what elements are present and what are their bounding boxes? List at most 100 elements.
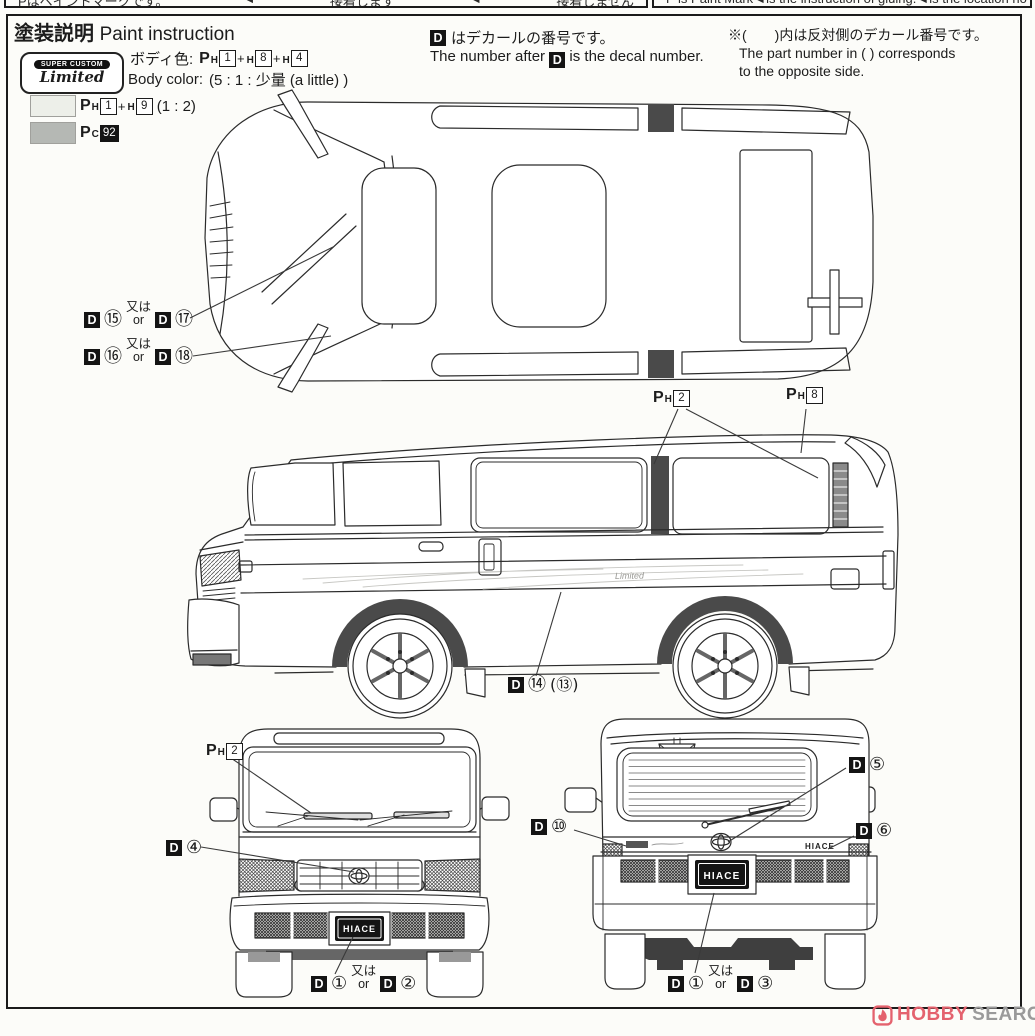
d-mark-icon: D — [737, 976, 754, 992]
van-side-view: Limited — [187, 434, 899, 719]
roof-vent-slit — [273, 732, 445, 745]
badge-limited-script: Limited — [39, 68, 105, 87]
side-tail-lamp — [882, 550, 895, 590]
d-mark-icon: D — [531, 819, 547, 835]
left-mirror — [564, 787, 597, 813]
paint-number-box: 9 — [135, 97, 153, 115]
toyota-emblem — [710, 832, 732, 852]
body-color-label-jp: ボディ色: — [130, 51, 194, 68]
opposite-note-en2: to the opposite side. — [739, 63, 865, 79]
van-front-view: HIACE — [209, 728, 510, 998]
rear-hiace-badge: HIACE — [805, 842, 835, 851]
decal-note-jp-text: はデカールの番号です。 — [451, 30, 615, 47]
left-mud-flap — [604, 933, 646, 990]
left-mirror — [209, 797, 238, 822]
callout-d14: D ⑭ (⑬) — [508, 676, 579, 694]
under-shadow — [631, 938, 813, 960]
swatch1-ratio: (1 : 2) — [156, 97, 196, 115]
front-plate-text: HIACE — [343, 924, 376, 934]
paint-mark: P — [80, 97, 91, 114]
hiace-plate — [695, 860, 749, 889]
strip-en-glue: is the instruction of gluing. — [766, 0, 916, 6]
paint-number-box: 2 — [672, 389, 690, 407]
b-pillar-bottom — [648, 350, 674, 378]
paint-sub-h: H — [91, 102, 99, 113]
rear-wiper-arm — [829, 269, 840, 335]
callout-d6: D ⑥ — [856, 822, 892, 840]
stripe-lines — [240, 555, 887, 594]
right-mirror — [481, 796, 510, 821]
strip-en-noglue: is the location no gluing. — [929, 0, 1030, 6]
paint-number-box: 2 — [225, 742, 243, 760]
side-window-top-rear — [681, 107, 851, 135]
van-top-view — [204, 89, 874, 393]
front-fender-arch — [332, 599, 468, 667]
arrow-icon: ◄ — [469, 0, 482, 6]
front-roof-panel — [361, 167, 437, 325]
d-mark-icon: D — [668, 976, 684, 992]
hobby-search-flame-icon — [872, 1004, 893, 1026]
paint-sub-h: H — [127, 102, 135, 113]
stripe-decal-swoosh — [302, 564, 804, 590]
arrow-icon: ◄ — [916, 0, 929, 6]
decal-note-en: The number after D is the decal number. — [430, 48, 704, 68]
mud-flap-rear — [788, 666, 810, 696]
decal-number: ④ — [186, 837, 203, 858]
decal-number: ① — [331, 973, 348, 994]
decal-number: ⑱ — [175, 346, 194, 367]
paint-mark: P — [653, 389, 664, 406]
rear-roof-panel — [739, 149, 813, 343]
rear-window — [616, 747, 818, 822]
d-mark-icon: D — [84, 312, 100, 328]
b-pillar-top — [648, 104, 674, 132]
hiace-plate — [335, 916, 384, 941]
sunroof-panel — [491, 164, 607, 328]
color-swatch-light — [30, 95, 76, 117]
sliding-window-front — [470, 457, 648, 533]
body-color-ratio: Body color: (5 : 1 : 少量 (a little) ) — [128, 69, 348, 90]
callout-d5: D ⑤ — [849, 756, 885, 774]
paint-sub-h: H — [217, 747, 225, 758]
sliding-door-handle — [478, 538, 502, 576]
d-mark-icon: D — [856, 823, 872, 839]
left-badge — [626, 841, 648, 848]
right-headlight — [424, 858, 481, 893]
side-decal-limited-script: Limited — [615, 570, 645, 581]
paint-number-box-black: 92 — [99, 124, 119, 142]
decal-number: ① — [688, 973, 705, 994]
side-window-bottom-rear — [681, 347, 851, 375]
paint-sub-h: H — [282, 54, 290, 66]
decal-note-en-post: is the decal number. — [569, 48, 704, 65]
paint-number-box: 8 — [254, 50, 272, 67]
van-top-view-drawing — [204, 89, 874, 393]
van-side-view-drawing: Limited — [187, 434, 899, 719]
windshield — [247, 462, 336, 526]
opposite-note-jp: ※( )内は反対側のデカール番号です。 — [728, 27, 988, 43]
wiper-blade-right — [393, 811, 450, 819]
cowl-lines — [238, 831, 481, 838]
wiper-blade-left — [303, 812, 373, 820]
left-headlight — [238, 858, 295, 893]
decal-number-opposite: (⑬) — [550, 675, 579, 694]
hood-crease — [199, 541, 244, 551]
plus-sign: + — [237, 51, 245, 66]
paint-number-box: 4 — [290, 50, 308, 67]
paint-mark: P — [80, 124, 91, 141]
strip-en-paintmark: P is Paint Mark — [666, 0, 753, 6]
van-rear-view: HIACE HIACE — [564, 718, 878, 990]
page-title-en: Paint instruction — [99, 24, 235, 45]
color-swatch-gray — [30, 122, 76, 144]
body-color-label-en: Body color: — [128, 71, 204, 88]
opposite-note-en1: The part number in ( ) corresponds — [739, 45, 956, 61]
decal-number: ⑭ — [528, 674, 546, 695]
plus-sign: + — [272, 51, 281, 66]
decal-number: ② — [400, 973, 417, 994]
